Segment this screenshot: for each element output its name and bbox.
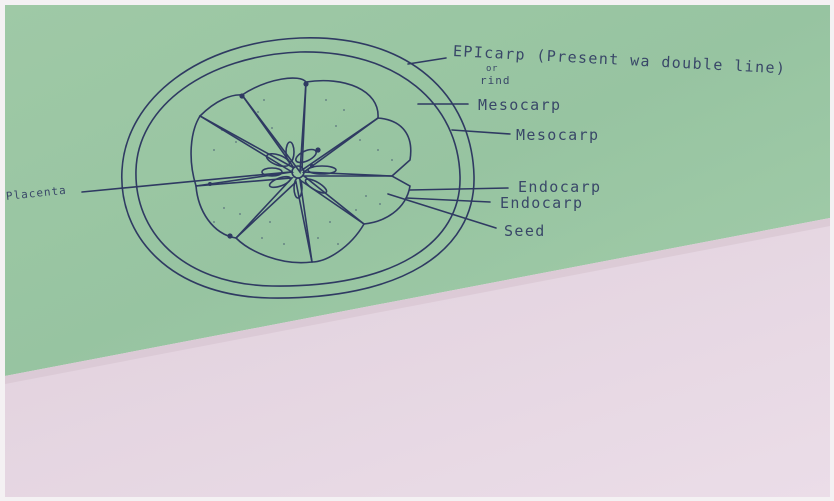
label-rind: rind bbox=[480, 74, 511, 87]
label-endocarp: Endocarp bbox=[500, 194, 583, 212]
label-mesocarp-upper: Mesocarp bbox=[478, 96, 561, 114]
label-or: or bbox=[486, 64, 498, 74]
label-mesocarp: Mesocarp bbox=[516, 126, 599, 144]
label-seed: Seed bbox=[504, 222, 546, 240]
